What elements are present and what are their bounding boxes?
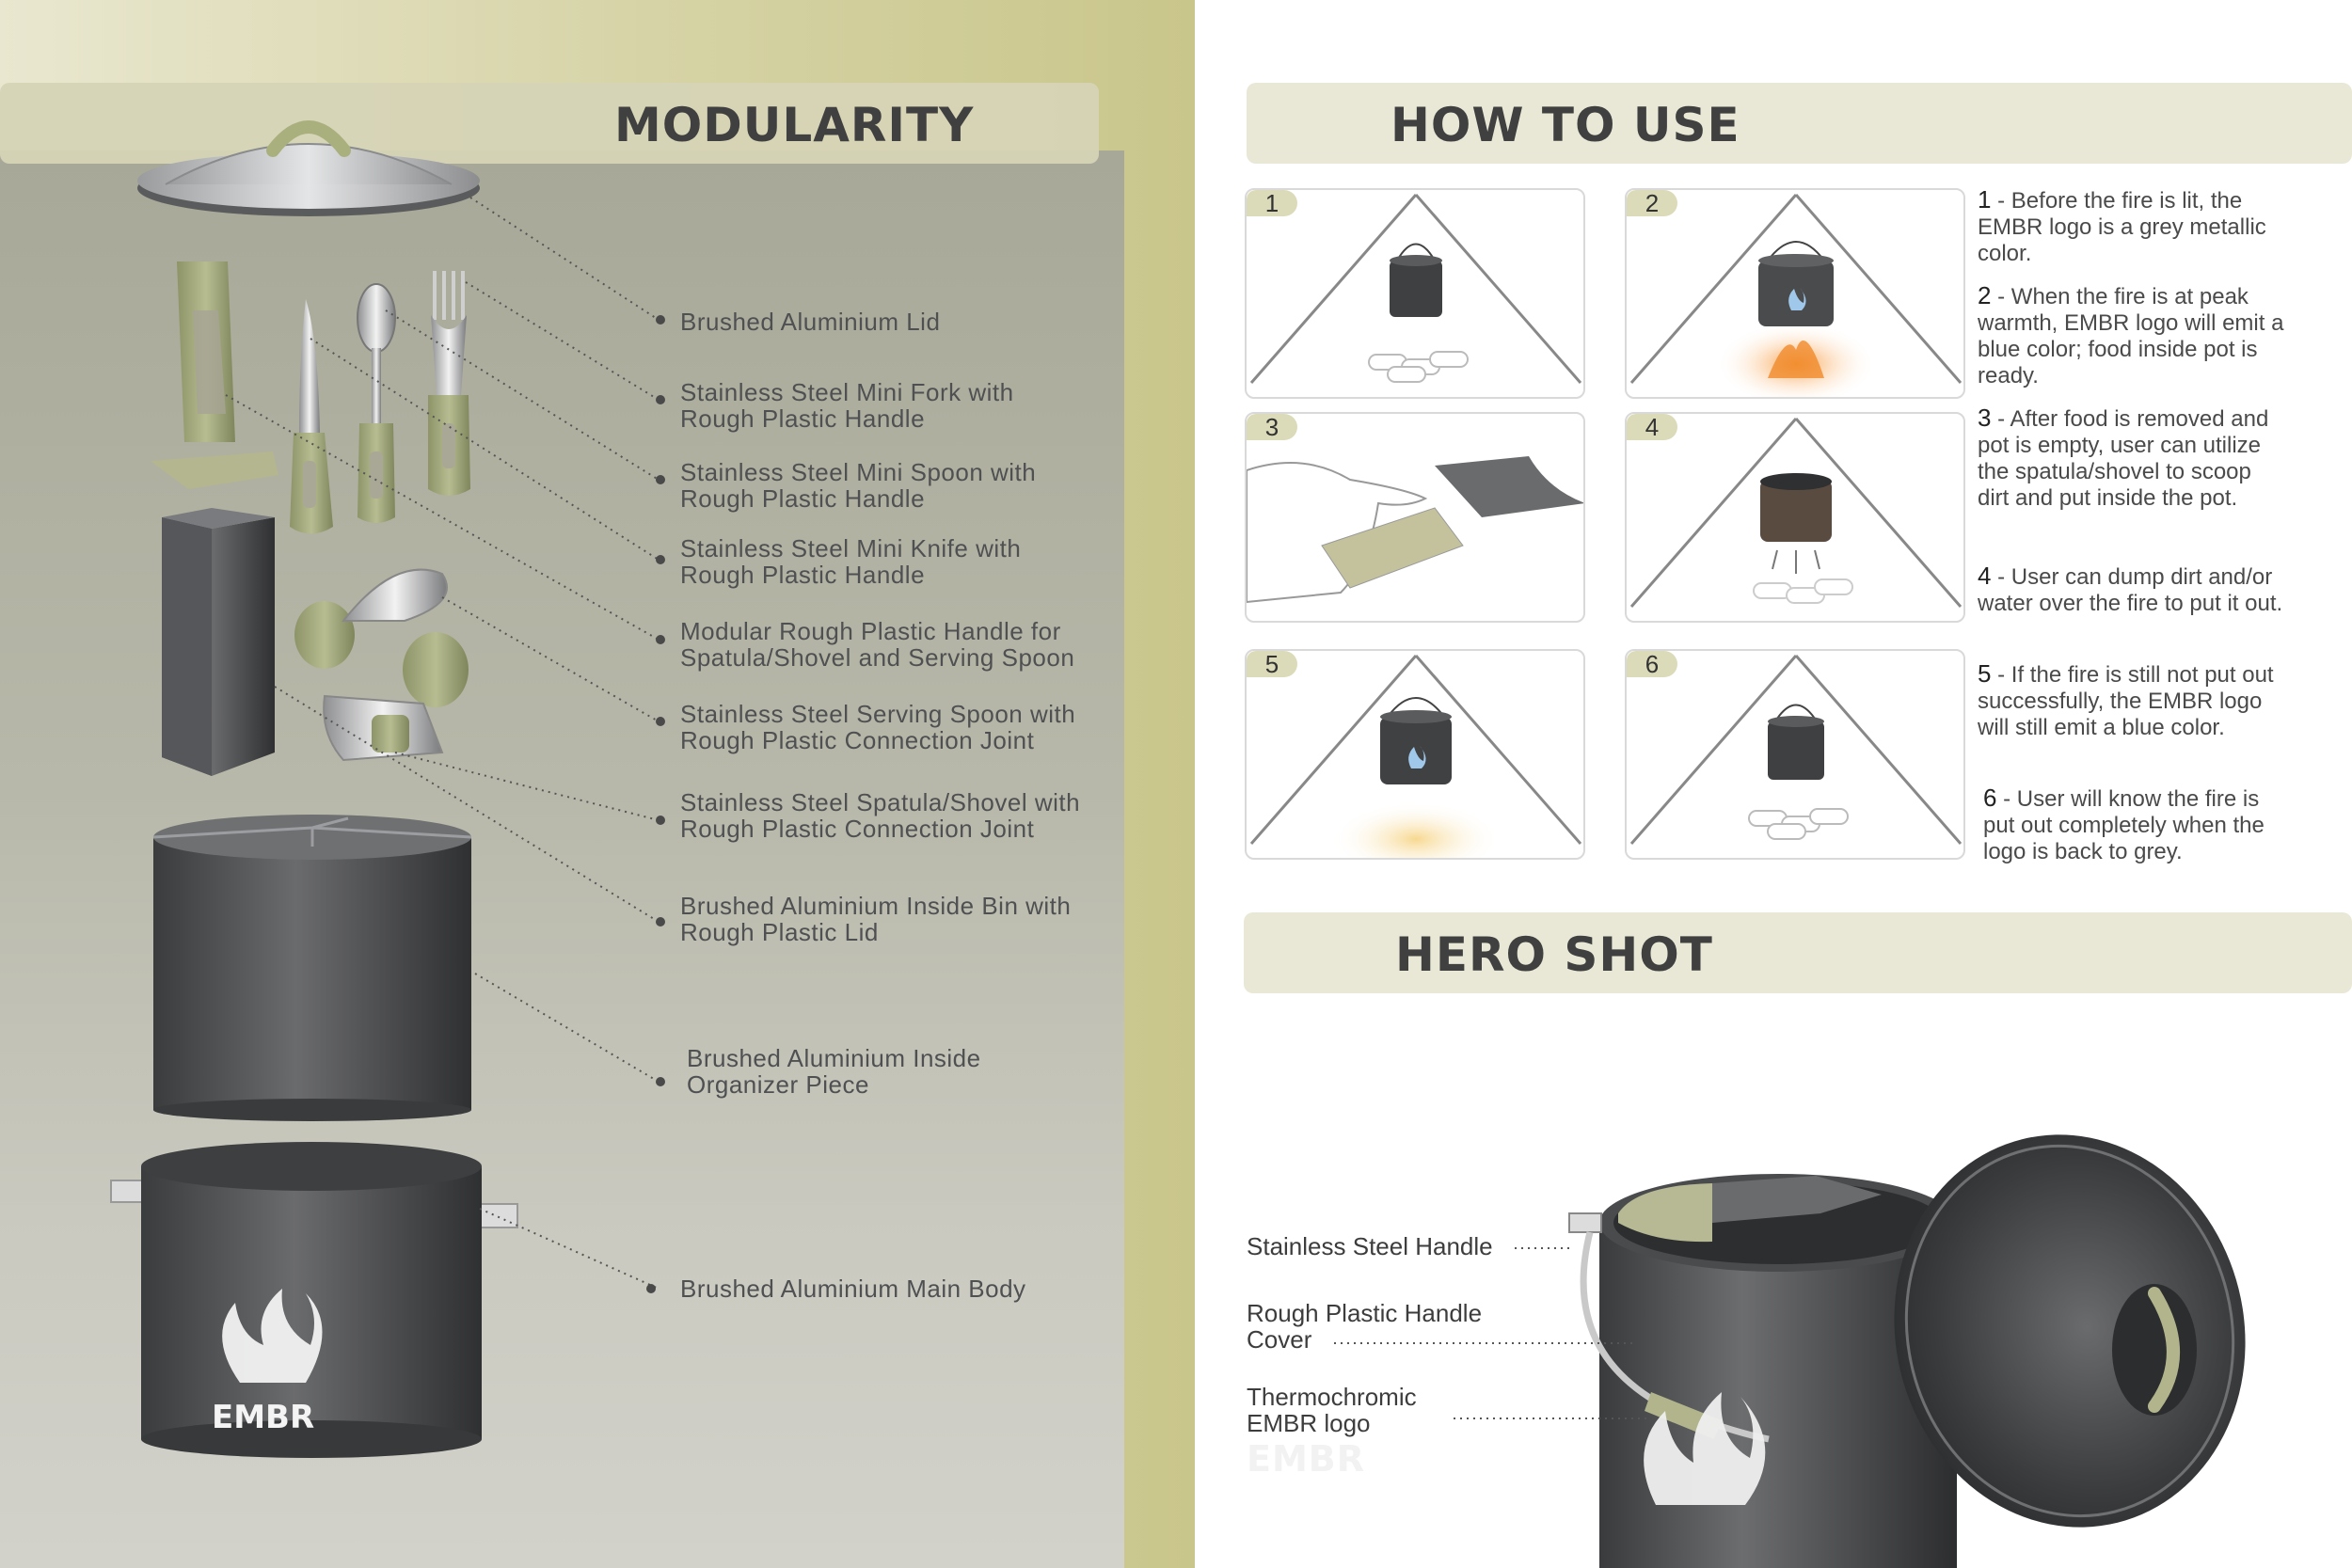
step-number: 4 (1627, 414, 1677, 440)
step-card-3: 3 (1245, 412, 1585, 623)
instruction-2: 2 - When the fire is at peak warmth, EMB… (1978, 281, 2284, 388)
instruction-5: 5 - If the fire is still not put out suc… (1978, 659, 2274, 740)
hero-shot-banner (1244, 912, 2352, 993)
instruction-3: 3 - After food is removed and pot is emp… (1978, 404, 2269, 511)
modularity-backdrop (0, 150, 1124, 1568)
hero-label-stainless-handle: Stainless Steel Handle (1247, 1232, 1493, 1260)
instruction-1: 1 - Before the fire is lit, the EMBR log… (1978, 185, 2266, 266)
step-number: 2 (1627, 190, 1677, 216)
step-4-illustration (1629, 418, 1963, 608)
how-to-use-banner (1247, 83, 2352, 164)
label-dot (656, 816, 665, 825)
step-number: 6 (1627, 651, 1677, 677)
label-dot (656, 717, 665, 726)
step-card-4: 4 (1625, 412, 1965, 623)
step-1-illustration (1249, 194, 1582, 384)
step-card-5: 5 (1245, 649, 1585, 860)
how-to-use-title: HOW TO USE (1391, 98, 1740, 152)
hero-logo-text: EMBR (1247, 1438, 1365, 1480)
label-dot (656, 635, 665, 644)
step-number: 3 (1247, 414, 1297, 440)
label-dot (656, 555, 665, 564)
hero-shot-title: HERO SHOT (1395, 927, 1713, 982)
step-2-illustration (1629, 194, 1963, 397)
modularity-title: MODULARITY (614, 98, 975, 152)
modularity-panel (0, 0, 1195, 1568)
step-5-illustration (1249, 655, 1582, 858)
label-dot (656, 917, 665, 927)
instruction-4: 4 - User can dump dirt and/or water over… (1978, 562, 2283, 616)
step-number: 5 (1247, 651, 1297, 677)
step-number: 1 (1247, 190, 1297, 216)
step-card-1: 1 (1245, 188, 1585, 399)
label-dot (646, 1284, 656, 1293)
label-brushed-aluminium-lid: Brushed Aluminium Lid (680, 308, 941, 336)
step-3-illustration (1247, 456, 1583, 604)
step-6-illustration (1629, 655, 1963, 845)
label-dot (656, 475, 665, 484)
label-dot (656, 395, 665, 404)
label-dot (656, 315, 665, 325)
step-card-2: 2 (1625, 188, 1965, 399)
step-card-6: 6 (1625, 649, 1965, 860)
instruction-6: 6 - User will know the fire is put out c… (1983, 784, 2265, 864)
label-dot (656, 1077, 665, 1086)
label-main-body: Brushed Aluminium Main Body (680, 1275, 1026, 1303)
